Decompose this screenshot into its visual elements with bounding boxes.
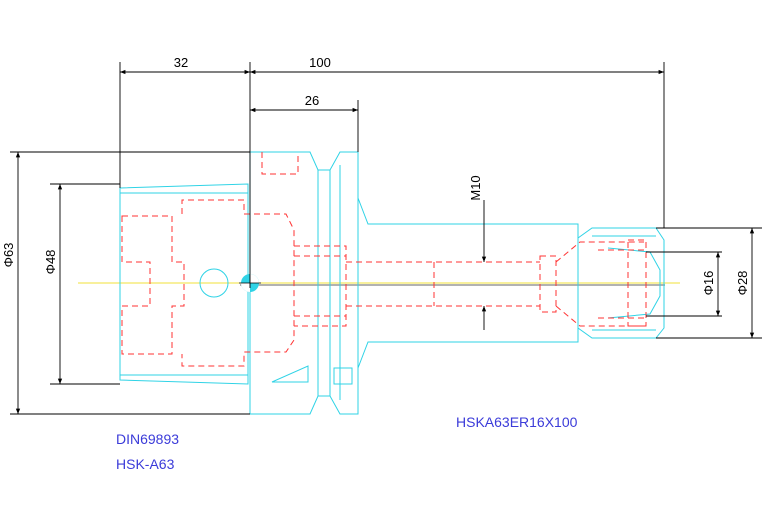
- extension-lines: [10, 62, 762, 415]
- label-interface: HSK-A63: [116, 456, 175, 472]
- dimension-lines: [15, 69, 755, 414]
- hidden-lines: [121, 152, 647, 367]
- dim-dia-28: Φ28: [735, 271, 750, 296]
- dim-dia-63: Φ63: [1, 243, 16, 268]
- dim-dia-48: Φ48: [43, 250, 58, 275]
- dim-32: 32: [174, 55, 188, 70]
- gauge-point-icon: [239, 274, 261, 292]
- dim-100: 100: [309, 55, 331, 70]
- collet-nut-outline: [577, 227, 665, 339]
- dim-m10: M10: [468, 175, 483, 200]
- dim-26: 26: [305, 93, 319, 108]
- label-model: HSKA63ER16X100: [456, 414, 578, 430]
- flange-outline: [249, 151, 359, 415]
- label-standard: DIN69893: [116, 431, 179, 447]
- dim-dia-16: Φ16: [701, 271, 716, 296]
- hsk-taper-outline: [119, 183, 249, 385]
